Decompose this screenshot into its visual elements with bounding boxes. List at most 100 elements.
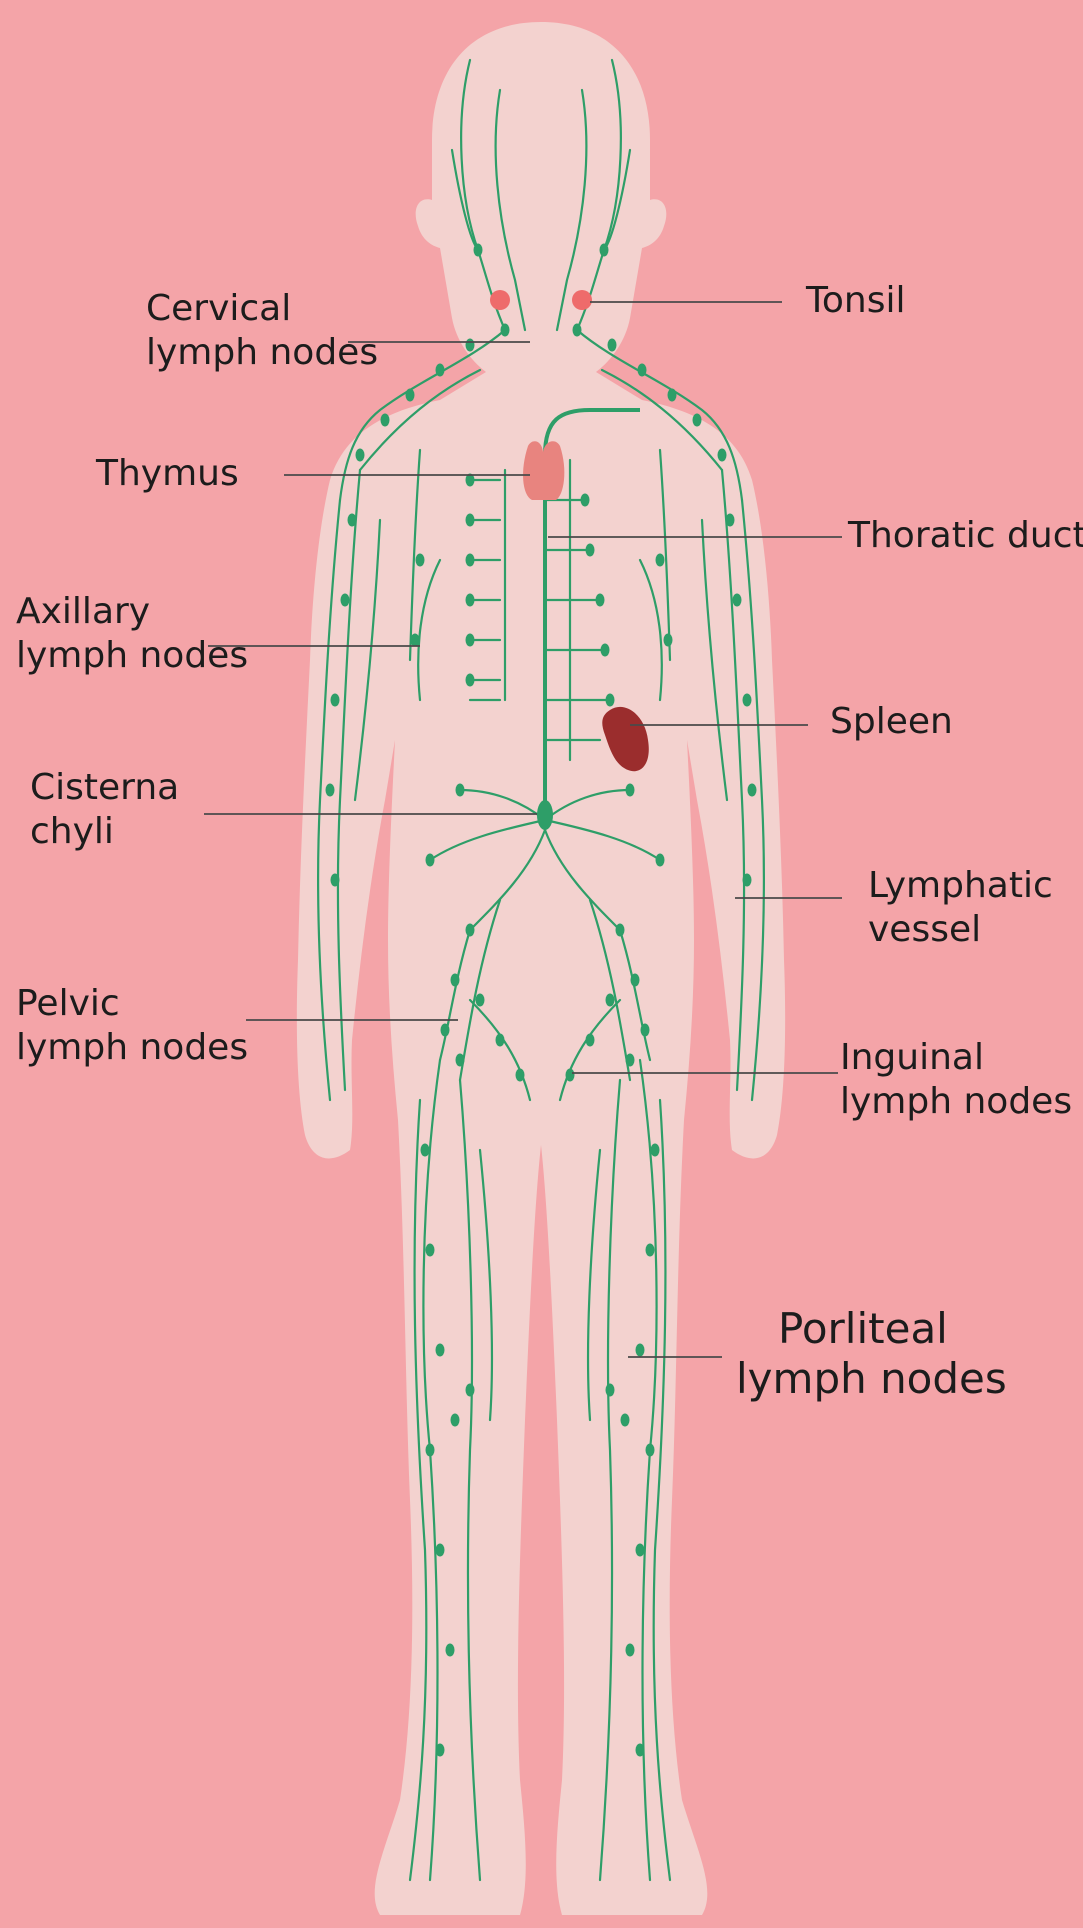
lymph-node	[456, 784, 465, 797]
lymph-node	[466, 924, 475, 937]
lymph-node	[466, 634, 475, 647]
lymph-node	[436, 1744, 445, 1757]
label-tonsil: Tonsil	[806, 279, 905, 323]
lymph-node	[466, 554, 475, 567]
label-popliteal-line2: lymph nodes	[736, 1354, 1007, 1404]
label-cisterna-chyli: Cisterna chyli	[30, 766, 179, 854]
thymus	[523, 441, 564, 500]
tonsil-left	[490, 290, 510, 310]
label-popliteal-line1: Porliteal	[736, 1304, 1007, 1354]
lymph-node	[606, 1384, 615, 1397]
lymph-node	[381, 414, 390, 427]
label-thoratic-duct: Thoratic duct	[848, 514, 1083, 558]
lymph-node	[331, 874, 340, 887]
lymph-node	[456, 1054, 465, 1067]
label-axillary-line1: Axillary	[16, 590, 248, 634]
lymph-node	[348, 514, 357, 527]
lymph-node	[718, 449, 727, 462]
lymph-node	[411, 634, 420, 647]
lymph-node	[496, 1034, 505, 1047]
lymph-node	[636, 1344, 645, 1357]
label-inguinal-line1: Inguinal	[840, 1036, 1072, 1080]
lymph-node	[636, 1744, 645, 1757]
label-cervical-line1: Cervical	[146, 287, 378, 331]
label-inguinal-lymph-nodes: Inguinal lymph nodes	[840, 1036, 1072, 1124]
lymph-node	[656, 854, 665, 867]
lymph-node	[466, 674, 475, 687]
lymph-node	[626, 1644, 635, 1657]
lymph-node	[331, 694, 340, 707]
label-inguinal-line2: lymph nodes	[840, 1080, 1072, 1124]
lymph-node	[436, 1544, 445, 1557]
lymph-node	[356, 449, 365, 462]
label-cervical-lymph-nodes: Cervical lymph nodes	[146, 287, 378, 375]
lymph-node	[436, 1344, 445, 1357]
lymph-node	[638, 364, 647, 377]
label-thymus: Thymus	[96, 452, 239, 496]
lymph-node	[474, 244, 483, 257]
lymph-node	[626, 1054, 635, 1067]
label-lymphatic-vessel: Lymphatic vessel	[868, 864, 1053, 952]
lymph-node	[466, 339, 475, 352]
lymph-node	[441, 1024, 450, 1037]
label-spleen: Spleen	[830, 700, 953, 744]
lymph-node	[573, 324, 582, 337]
lymph-node	[616, 924, 625, 937]
lymph-node	[586, 1034, 595, 1047]
lymph-node	[406, 389, 415, 402]
lymph-node	[631, 974, 640, 987]
lymph-node	[466, 514, 475, 527]
lymph-node	[651, 1144, 660, 1157]
lymph-node	[426, 1444, 435, 1457]
lymph-node	[516, 1069, 525, 1082]
lymph-node	[636, 1544, 645, 1557]
lymph-node	[606, 694, 615, 707]
lymph-node	[621, 1414, 630, 1427]
lymph-node	[586, 544, 595, 557]
lymph-node	[451, 1414, 460, 1427]
lymph-node	[664, 634, 673, 647]
lymph-node	[646, 1444, 655, 1457]
lymph-node	[668, 389, 677, 402]
label-pelvic-line1: Pelvic	[16, 982, 248, 1026]
lymph-node	[421, 1144, 430, 1157]
lymph-node	[743, 874, 752, 887]
lymph-node	[601, 644, 610, 657]
lymph-node	[466, 1384, 475, 1397]
lymph-node	[566, 1069, 575, 1082]
lymph-node	[600, 244, 609, 257]
label-cisterna-line2: chyli	[30, 810, 179, 854]
lymph-node	[501, 324, 510, 337]
lymph-node	[646, 1244, 655, 1257]
label-cisterna-line1: Cisterna	[30, 766, 179, 810]
label-popliteal-lymph-nodes: Porliteal lymph nodes	[736, 1304, 1007, 1404]
label-axillary-lymph-nodes: Axillary lymph nodes	[16, 590, 248, 678]
cisterna-chyli-node	[537, 800, 553, 830]
lymph-node	[426, 854, 435, 867]
lymph-node	[416, 554, 425, 567]
lymph-node	[693, 414, 702, 427]
label-pelvic-line2: lymph nodes	[16, 1026, 248, 1070]
label-pelvic-lymph-nodes: Pelvic lymph nodes	[16, 982, 248, 1070]
lymph-node	[641, 1024, 650, 1037]
label-cervical-line2: lymph nodes	[146, 331, 378, 375]
lymph-node	[426, 1244, 435, 1257]
lymph-node	[451, 974, 460, 987]
lymph-node	[466, 594, 475, 607]
lymph-node	[608, 339, 617, 352]
lymph-node	[656, 554, 665, 567]
lymph-node	[626, 784, 635, 797]
lymph-node	[726, 514, 735, 527]
lymph-node	[743, 694, 752, 707]
lymph-node	[596, 594, 605, 607]
lymph-node	[446, 1644, 455, 1657]
lymph-node	[748, 784, 757, 797]
label-lymphatic-line2: vessel	[868, 908, 1053, 952]
label-axillary-line2: lymph nodes	[16, 634, 248, 678]
lymph-node	[733, 594, 742, 607]
label-lymphatic-line1: Lymphatic	[868, 864, 1053, 908]
lymph-node	[436, 364, 445, 377]
lymph-node	[341, 594, 350, 607]
lymph-node	[606, 994, 615, 1007]
